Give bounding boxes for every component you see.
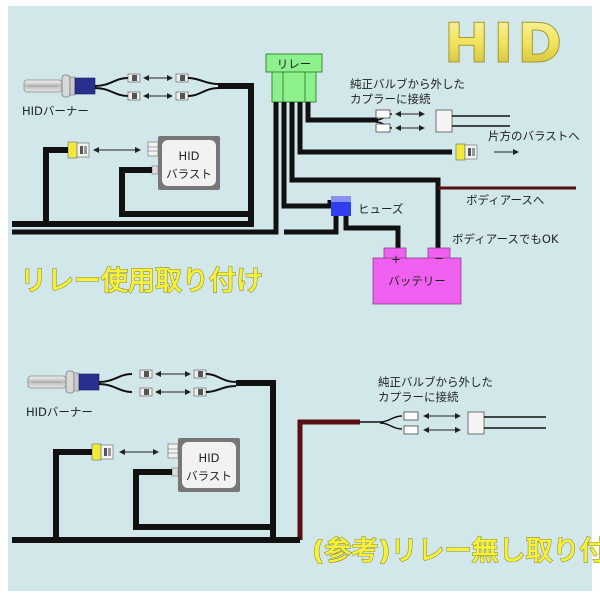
fuse-icon [331, 196, 351, 216]
relay-install-caption: リレー使用取り付け [20, 266, 263, 297]
hid-title: HID [444, 12, 566, 75]
stock-coupler-label-line1: 純正バルブから外した [378, 375, 493, 389]
burner-plug-icon [127, 91, 141, 101]
plug-icon [403, 411, 419, 421]
ballast-label-line2: バラスト [166, 167, 212, 181]
ballast-box-icon [167, 437, 241, 493]
ballast-plug-icon [175, 73, 189, 83]
body-ground-label: ボディアースへ [466, 193, 544, 207]
stock-coupler-icon [435, 109, 453, 133]
stock-coupler-label-line1: 純正バルブから外した [350, 77, 465, 91]
ballast-label-line2: バラスト [186, 469, 232, 483]
ballast-plug-icon [193, 369, 207, 379]
battery-icon [372, 247, 462, 305]
yellow-connector-icon [455, 143, 478, 161]
ballast-plug-icon [175, 91, 189, 101]
no-relay-wiring-diagram: HIDバーナー HID バラスト 純正バルブから外した カプラーに接続 (参考)… [12, 369, 600, 567]
stock-coupler-label-line2: カプラーに接続 [378, 390, 459, 404]
burner-label: HIDバーナー [26, 405, 93, 419]
relay-label: リレー [277, 57, 312, 71]
stock-coupler-label-line2: カプラーに接続 [350, 92, 431, 106]
burner-label: HIDバーナー [22, 104, 89, 118]
ballast-box-icon [147, 135, 221, 191]
yellow-connector-icon [67, 141, 90, 159]
battery-minus: − [434, 251, 444, 265]
ballast-label-line1: HID [199, 451, 220, 465]
no-relay-install-caption: (参考)リレー無し取り付け [312, 535, 600, 567]
relay-plug-icon [375, 109, 391, 119]
relay-plug-icon [375, 123, 391, 133]
body-ground-ok-label: ボディアースでもOK [452, 232, 559, 246]
other-ballast-label: 片方のバラストへ [488, 129, 580, 143]
relay-wiring-diagram: HIDバーナー HID バラスト リレー [12, 53, 580, 305]
burner-plug-icon [139, 387, 153, 397]
yellow-connector-icon [91, 443, 114, 461]
ballast-plug-icon [193, 387, 207, 397]
battery-plus: + [391, 252, 401, 266]
fuse-label: ヒューズ [358, 202, 403, 216]
burner-plug-icon [127, 73, 141, 83]
relay-icon [265, 53, 323, 103]
stock-coupler-icon [467, 411, 485, 435]
burner-plug-icon [139, 369, 153, 379]
battery-label: バッテリー [388, 274, 446, 288]
ground-wire [297, 419, 360, 540]
ballast-label-line1: HID [179, 149, 200, 163]
plug-icon [403, 425, 419, 435]
